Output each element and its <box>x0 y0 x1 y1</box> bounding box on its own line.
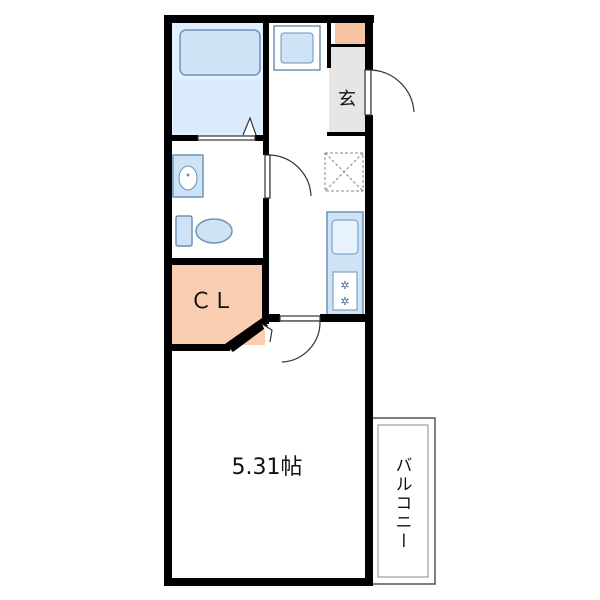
genkan-label: 玄 <box>338 89 356 110</box>
svg-text:✲: ✲ <box>340 295 349 308</box>
closet-label: ＣＬ <box>190 289 234 314</box>
walls <box>164 15 374 586</box>
bathtub-floor-area <box>173 80 261 132</box>
bathtub-icon <box>179 29 261 76</box>
balcony-label: バルコニー <box>391 455 412 551</box>
kitchen-counter-icon: ✲ ✲ <box>326 211 364 316</box>
balcony <box>370 417 436 585</box>
doors <box>197 69 415 363</box>
genkan-area <box>329 47 365 135</box>
refrigerator-space-icon <box>324 152 364 192</box>
main-room-label: 5.31帖 <box>232 455 303 480</box>
svg-text:✲: ✲ <box>340 279 349 292</box>
toilet-icon <box>175 215 233 247</box>
small-storage-box <box>335 22 365 44</box>
